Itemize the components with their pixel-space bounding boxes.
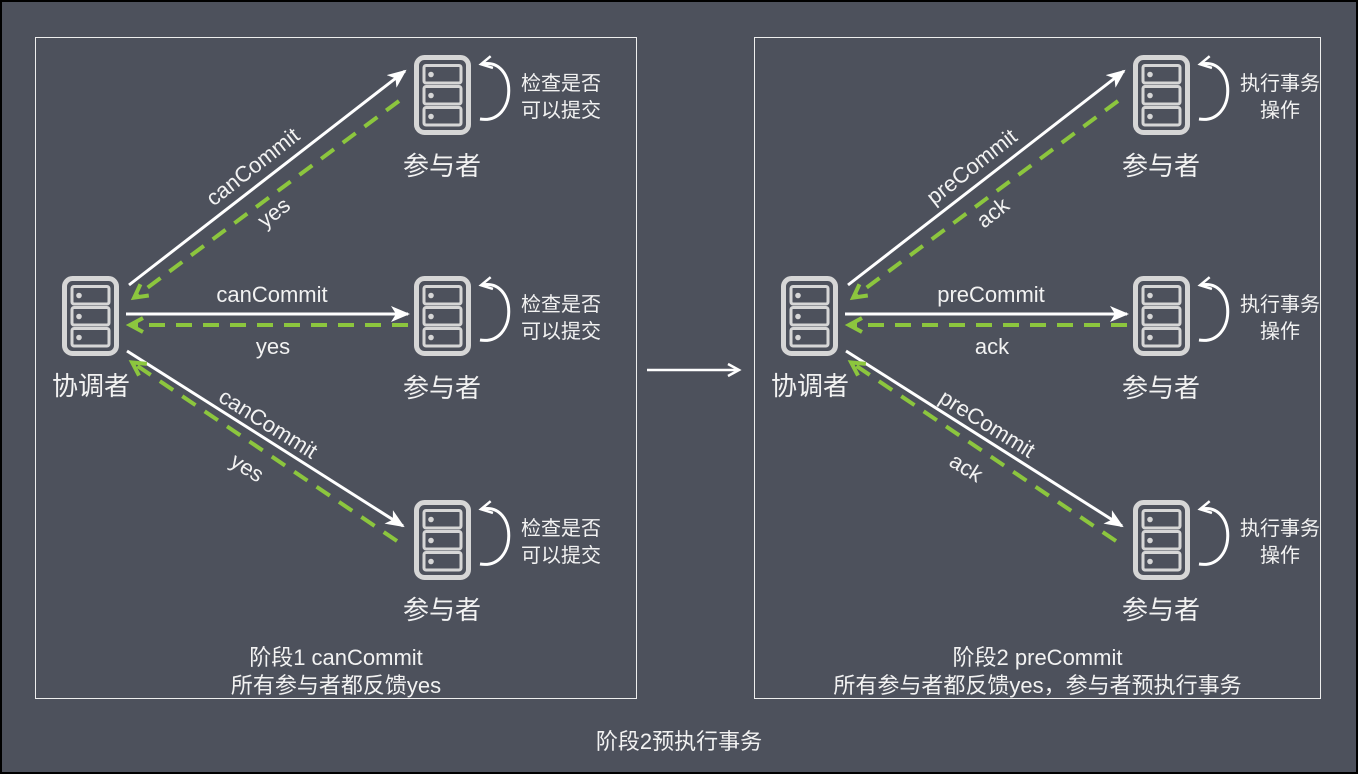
self-action-line2: 操作	[1260, 545, 1300, 567]
coordinator-server-icon	[784, 279, 836, 354]
self-loop-arrow-bottom	[1197, 500, 1230, 566]
self-action-label: 执行事务 操作	[1225, 516, 1335, 570]
response-label-middle: yes	[255, 334, 291, 359]
request-label-middle: preCommit	[937, 282, 1045, 307]
participant-server-icon	[417, 58, 469, 133]
panel-caption-line1: 阶段2 preCommit	[952, 645, 1123, 670]
phase-transition-arrow	[647, 362, 742, 378]
request-label-middle: canCommit	[216, 282, 328, 307]
participant-label: 参与者	[1121, 151, 1200, 181]
self-action-line1: 检查是否	[521, 73, 601, 95]
self-loop-arrow-middle	[478, 276, 511, 342]
self-action-label: 检查是否 可以提交	[506, 71, 616, 125]
footer-caption: 阶段2预执行事务	[595, 729, 763, 754]
self-action-line1: 执行事务	[1240, 294, 1320, 316]
self-action-line1: 执行事务	[1240, 73, 1320, 95]
self-action-line2: 可以提交	[521, 321, 601, 343]
self-action-line1: 检查是否	[521, 518, 601, 540]
self-loop-arrow-top	[478, 55, 511, 121]
response-arrow-top	[130, 99, 401, 301]
participant-server-icon	[417, 503, 469, 578]
panel-caption-line2: 所有参与者都反馈yes	[230, 673, 442, 698]
participant-server-icon	[1136, 279, 1188, 354]
participant-label: 参与者	[402, 151, 481, 181]
response-arrow-bottom	[847, 360, 1118, 543]
participant-label: 参与者	[402, 373, 481, 403]
self-action-label: 检查是否 可以提交	[506, 516, 616, 570]
coordinator-label: 协调者	[770, 371, 849, 401]
self-action-line2: 可以提交	[521, 545, 601, 567]
response-arrow-bottom	[128, 360, 399, 543]
participant-server-icon	[1136, 503, 1188, 578]
response-label-middle: ack	[974, 334, 1010, 359]
self-action-line1: 执行事务	[1240, 518, 1320, 540]
phase1-panel: 协调者 参与者 参与者 参与者 canCommit yes canCommit …	[35, 37, 637, 699]
request-arrow-bottom	[126, 349, 405, 528]
panel-caption-line2: 所有参与者都反馈yes，参与者预执行事务	[833, 673, 1242, 698]
participant-server-icon	[417, 279, 469, 354]
self-loop-arrow-top	[1197, 55, 1230, 121]
participant-label: 参与者	[1121, 373, 1200, 403]
request-arrow-top	[128, 69, 407, 287]
self-action-line1: 检查是否	[521, 294, 601, 316]
request-arrow-top	[847, 69, 1126, 287]
phase1-wires	[36, 38, 511, 700]
request-arrow-bottom	[845, 349, 1124, 528]
self-action-line2: 操作	[1260, 100, 1300, 122]
self-action-line2: 操作	[1260, 321, 1300, 343]
self-action-label: 执行事务 操作	[1225, 71, 1335, 125]
response-arrow-top	[849, 99, 1120, 301]
phase2-panel: 协调者 参与者 参与者 参与者 preCommit ack preCommit …	[754, 37, 1321, 699]
phase2-wires	[755, 38, 1230, 700]
participant-label: 参与者	[1121, 595, 1200, 625]
self-action-label: 执行事务 操作	[1225, 292, 1335, 346]
panel-caption-line1: 阶段1 canCommit	[249, 645, 423, 670]
participant-server-icon	[1136, 58, 1188, 133]
participant-label: 参与者	[402, 595, 481, 625]
self-action-label: 检查是否 可以提交	[506, 292, 616, 346]
coordinator-label: 协调者	[51, 371, 130, 401]
self-loop-arrow-middle	[1197, 276, 1230, 342]
self-action-line2: 可以提交	[521, 100, 601, 122]
self-loop-arrow-bottom	[478, 500, 511, 566]
coordinator-server-icon	[65, 279, 117, 354]
